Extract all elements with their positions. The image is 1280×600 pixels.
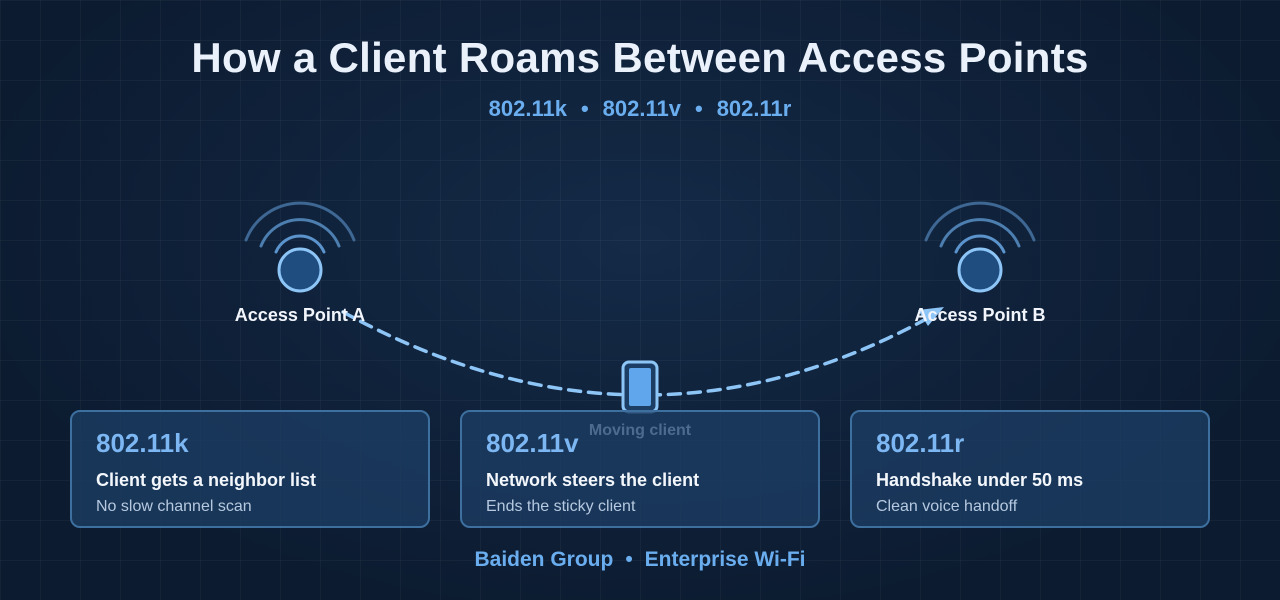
access-point-b-label: Access Point B xyxy=(914,305,1046,325)
subtitle-standard-v: 802.11v xyxy=(602,96,681,121)
subtitle-separator: • xyxy=(694,96,703,121)
diagram-title: How a Client Roams Between Access Points xyxy=(191,34,1089,81)
card-standard: 802.11r xyxy=(876,428,965,458)
card-802-11k: 802.11k Client gets a neighbor list No s… xyxy=(70,410,430,528)
footer-separator: • xyxy=(625,548,633,571)
card-standard: 802.11v xyxy=(486,428,579,458)
access-point-a-label: Access Point A xyxy=(234,305,366,325)
phone-icon xyxy=(621,360,659,414)
card-headline: Client gets a neighbor list xyxy=(96,470,317,490)
subtitle-standard-r: 802.11r xyxy=(716,96,792,121)
card-headline: Handshake under 50 ms xyxy=(876,470,1084,490)
access-point-b-icon xyxy=(924,201,1036,293)
card-note: No slow channel scan xyxy=(96,498,252,515)
subtitle: 802.11k • 802.11v • 802.11r xyxy=(0,96,1280,122)
card-headline: Network steers the client xyxy=(486,470,700,490)
subtitle-separator: • xyxy=(580,96,589,121)
card-note: Clean voice handoff xyxy=(876,498,1018,515)
card-note: Ends the sticky client xyxy=(486,498,636,515)
footer-company: Baiden Group xyxy=(474,548,614,571)
moving-client-label: Moving client xyxy=(588,422,692,439)
card-802-11r: 802.11r Handshake under 50 ms Clean voic… xyxy=(850,410,1210,528)
footer: Baiden Group • Enterprise Wi-Fi xyxy=(0,548,1280,572)
card-802-11v: 802.11v Network steers the client Ends t… xyxy=(460,410,820,528)
subtitle-standard-k: 802.11k xyxy=(488,96,567,121)
access-point-a-icon xyxy=(244,201,356,293)
roaming-arrowhead xyxy=(918,307,944,326)
card-standard: 802.11k xyxy=(96,428,189,458)
footer-topic: Enterprise Wi-Fi xyxy=(644,548,806,571)
